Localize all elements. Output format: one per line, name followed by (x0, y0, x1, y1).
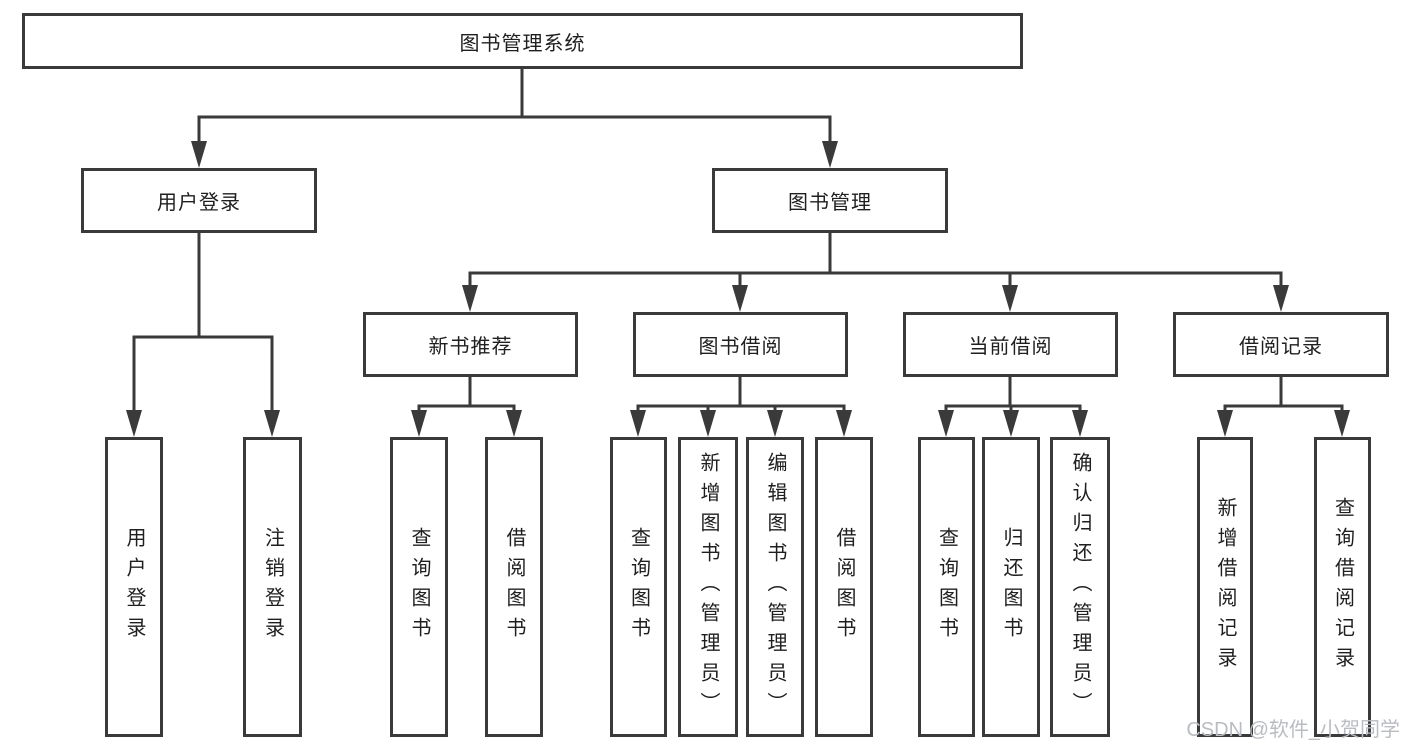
leaf-user-login: 用户登录 (105, 437, 163, 737)
leaf-borrow-query-books: 查询图书 (610, 437, 667, 737)
node-book-management: 图书管理 (712, 168, 948, 233)
leaf-borrow-add-books-admin: 新增图书（管理员） (678, 437, 738, 737)
leaf-current-return-books: 归还图书 (982, 437, 1040, 737)
node-book-borrow: 图书借阅 (633, 312, 848, 377)
node-new-book-recommend: 新书推荐 (363, 312, 578, 377)
arrowheads (126, 141, 1350, 437)
node-borrow-records: 借阅记录 (1173, 312, 1389, 377)
leaf-recommend-borrow-books: 借阅图书 (485, 437, 543, 737)
leaf-recommend-query-books: 查询图书 (390, 437, 448, 737)
node-user-login: 用户登录 (81, 168, 317, 233)
csdn-watermark: CSDN @软件_小贺同学 (1186, 719, 1400, 741)
leaf-current-query-books: 查询图书 (918, 437, 975, 737)
leaf-borrow-borrow-books: 借阅图书 (815, 437, 873, 737)
leaf-records-add-record: 新增借阅记录 (1197, 437, 1253, 737)
leaf-borrow-edit-books-admin: 编辑图书（管理员） (746, 437, 804, 737)
leaf-records-query-record: 查询借阅记录 (1314, 437, 1371, 737)
node-current-borrow: 当前借阅 (903, 312, 1118, 377)
leaf-current-confirm-return-admin: 确认归还（管理员） (1050, 437, 1110, 737)
node-library-system: 图书管理系统 (22, 13, 1023, 69)
leaf-logout: 注销登录 (243, 437, 302, 737)
